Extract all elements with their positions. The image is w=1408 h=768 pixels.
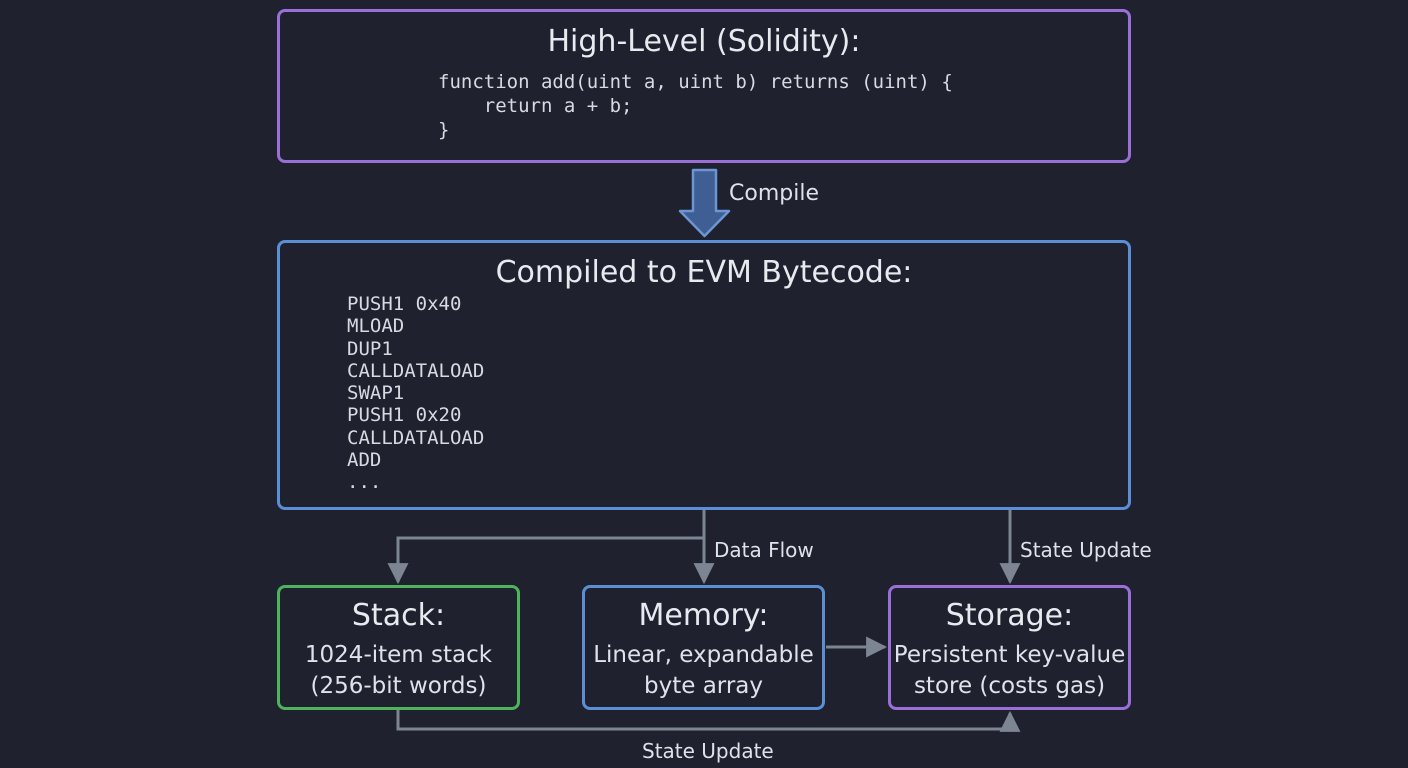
solidity-source-box: High-Level (Solidity): function add(uint…: [277, 9, 1131, 163]
solidity-title: High-Level (Solidity):: [547, 24, 861, 59]
memory-box: Memory: Linear, expandable byte array: [582, 585, 825, 710]
memory-description: Linear, expandable byte array: [585, 640, 822, 702]
compile-arrow: [678, 168, 731, 238]
stack-box: Stack: 1024-item stack (256-bit words): [277, 585, 520, 710]
state-update-label-right: State Update: [1020, 538, 1152, 562]
storage-description: Persistent key-value store (costs gas): [891, 640, 1128, 702]
stack-title: Stack:: [351, 598, 446, 633]
stack-desc-line-2: (256-bit words): [310, 673, 487, 699]
bytecode-title: Compiled to EVM Bytecode:: [495, 255, 913, 290]
state-update-label-bottom: State Update: [642, 739, 774, 763]
compile-label: Compile: [729, 181, 819, 206]
bytecode-box: Compiled to EVM Bytecode: PUSH1 0x40 MLO…: [277, 240, 1131, 510]
stack-description: 1024-item stack (256-bit words): [280, 640, 517, 702]
storage-desc-line-1: Persistent key-value: [893, 642, 1126, 668]
storage-desc-line-2: store (costs gas): [913, 673, 1106, 699]
memory-desc-line-2: byte array: [644, 673, 763, 699]
solidity-code: function add(uint a, uint b) returns (ui…: [438, 71, 953, 141]
data-flow-to-stack-arrow: [387, 510, 706, 585]
stack-to-storage-arrow: [396, 710, 1021, 732]
data-flow-label: Data Flow: [714, 538, 814, 562]
memory-title: Memory:: [638, 598, 769, 633]
stack-desc-line-1: 1024-item stack: [304, 642, 493, 668]
bytecode-listing: PUSH1 0x40 MLOAD DUP1 CALLDATALOAD SWAP1…: [347, 293, 485, 494]
memory-desc-line-1: Linear, expandable: [593, 642, 814, 668]
storage-title: Storage:: [945, 598, 1074, 633]
storage-box: Storage: Persistent key-value store (cos…: [888, 585, 1131, 710]
